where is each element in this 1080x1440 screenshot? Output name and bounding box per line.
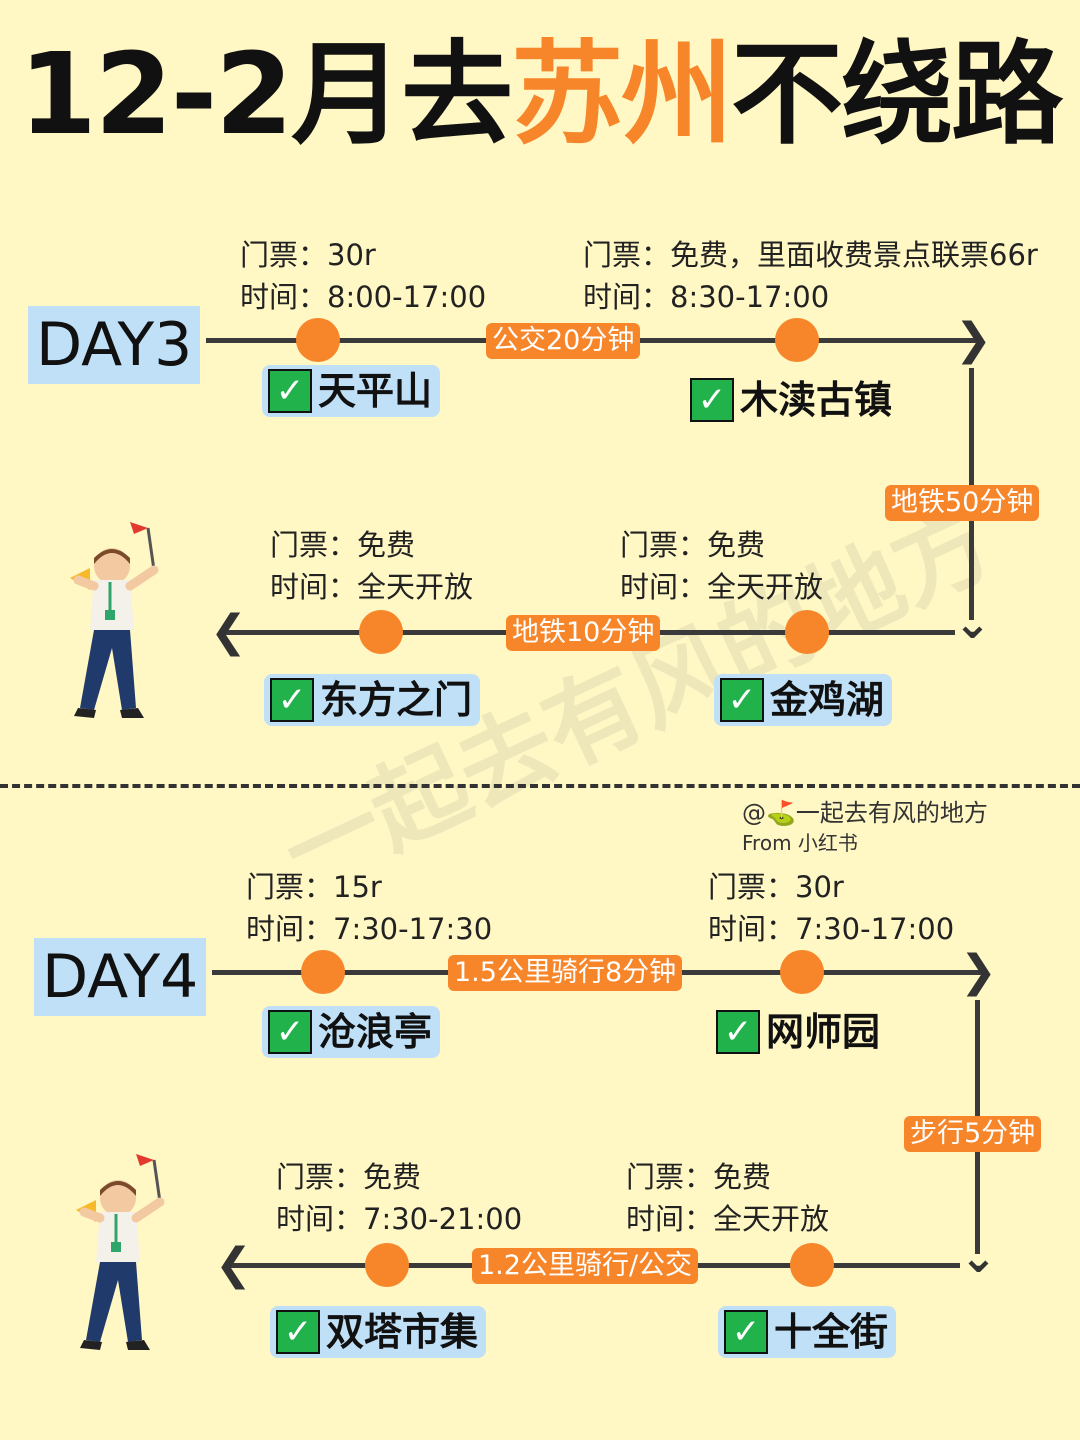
stop-dot <box>301 950 345 994</box>
place-dongfang: ✓ 东方之门 <box>264 674 481 726</box>
arrow-left-icon: ❮ <box>215 1239 252 1290</box>
transit-tag: 步行5分钟 <box>904 1116 1042 1152</box>
wangshi-ticket: 门票：30r <box>708 870 844 904</box>
place-tianpingshan: ✓ 天平山 <box>262 365 441 417</box>
place-mudu: ✓ 木渎古镇 <box>684 374 900 426</box>
place-jinjihu: ✓ 金鸡湖 <box>714 674 893 726</box>
check-icon: ✓ <box>270 678 314 722</box>
arrow-left-icon: ❮ <box>210 606 247 657</box>
place-shuangta: ✓ 双塔市集 <box>270 1306 487 1358</box>
check-icon: ✓ <box>690 378 734 422</box>
transit-tag: 1.2公里骑行/公交 <box>472 1248 699 1284</box>
check-icon: ✓ <box>268 1010 312 1054</box>
stop-dot <box>359 610 403 654</box>
tianpingshan-ticket: 门票：30r <box>240 238 376 272</box>
place-wangshi: ✓ 网师园 <box>710 1006 888 1058</box>
check-icon: ✓ <box>720 678 764 722</box>
credit-source: From 小红书 <box>742 831 858 855</box>
shuangta-time: 时间：7:30-21:00 <box>276 1202 523 1236</box>
check-icon: ✓ <box>724 1310 768 1354</box>
dongfang-ticket: 门票：免费 <box>270 528 416 562</box>
arrow-down-icon: ⌄ <box>960 1232 997 1283</box>
stop-dot <box>790 1243 834 1287</box>
transit-tag: 地铁10分钟 <box>506 615 661 651</box>
tour-guide-icon <box>70 522 159 718</box>
dongfang-time: 时间：全天开放 <box>270 570 474 604</box>
stop-dot <box>780 950 824 994</box>
tour-guide-icon <box>76 1154 165 1350</box>
day4-label: DAY4 <box>34 938 207 1016</box>
stop-dot <box>775 318 819 362</box>
shiquan-ticket: 门票：免费 <box>626 1160 772 1194</box>
credit-handle: @⛳一起去有风的地方 <box>742 799 988 827</box>
canglang-ticket: 门票：15r <box>246 870 382 904</box>
jinjihu-time: 时间：全天开放 <box>620 570 824 604</box>
check-icon: ✓ <box>716 1010 760 1054</box>
section-divider <box>0 784 1080 788</box>
shuangta-ticket: 门票：免费 <box>276 1160 422 1194</box>
mudu-ticket: 门票：免费，里面收费景点联票66r <box>583 238 1038 272</box>
page-title: 12-2月去苏州不绕路 <box>18 30 1063 160</box>
transit-tag: 地铁50分钟 <box>885 485 1040 521</box>
day3-label: DAY3 <box>28 306 201 384</box>
shiquan-time: 时间：全天开放 <box>626 1202 830 1236</box>
check-icon: ✓ <box>268 369 312 413</box>
check-icon: ✓ <box>276 1310 320 1354</box>
arrow-right-icon: ❯ <box>955 314 992 365</box>
tianpingshan-time: 时间：8:00-17:00 <box>240 280 487 314</box>
stop-dot <box>296 318 340 362</box>
place-shiquan: ✓ 十全街 <box>718 1306 897 1358</box>
stop-dot <box>785 610 829 654</box>
jinjihu-ticket: 门票：免费 <box>620 528 766 562</box>
canglang-time: 时间：7:30-17:30 <box>246 912 493 946</box>
stop-dot <box>365 1243 409 1287</box>
transit-tag: 公交20分钟 <box>486 323 641 359</box>
arrow-right-icon: ❯ <box>960 946 997 997</box>
arrow-down-icon: ⌄ <box>954 598 991 649</box>
place-canglang: ✓ 沧浪亭 <box>262 1006 441 1058</box>
wangshi-time: 时间：7:30-17:00 <box>708 912 955 946</box>
transit-tag: 1.5公里骑行8分钟 <box>448 955 683 991</box>
mudu-time: 时间：8:30-17:00 <box>583 280 830 314</box>
